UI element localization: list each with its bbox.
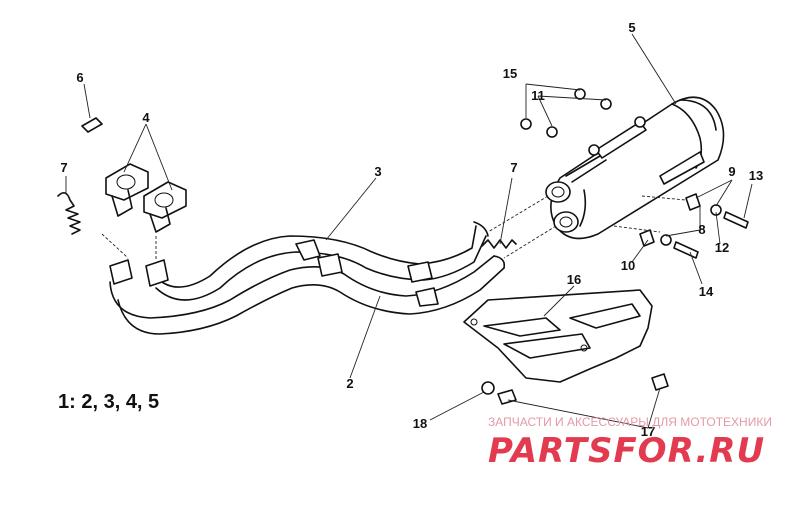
fasteners <box>81 88 749 405</box>
callout-labels: 2 3 4 5 6 7 7 8 9 10 11 12 13 14 15 16 1… <box>60 20 763 439</box>
kit-formula: 1: 2, 3, 4, 5 <box>58 391 159 413</box>
pipe-inlets <box>109 259 169 287</box>
callout-4: 4 <box>142 110 150 125</box>
callout-10: 10 <box>621 258 635 273</box>
callout-6: 6 <box>76 70 83 85</box>
callout-7-left: 7 <box>60 160 67 175</box>
callout-14: 14 <box>699 284 714 299</box>
leader-lines <box>65 33 753 429</box>
callout-17: 17 <box>641 424 655 439</box>
watermark-tagline: ЗАПЧАСТИ И АКСЕССУАРЫ ДЛЯ МОТОТЕХНИКИ <box>488 415 772 429</box>
header-pipe-lower <box>109 253 506 335</box>
callout-15: 15 <box>503 66 517 81</box>
callout-16: 16 <box>567 272 581 287</box>
callout-11: 11 <box>531 88 545 103</box>
callout-9: 9 <box>728 164 735 179</box>
callout-18: 18 <box>413 416 427 431</box>
callout-7-right: 7 <box>510 160 517 175</box>
watermark: ЗАПЧАСТИ И АКСЕССУАРЫ ДЛЯ МОТОТЕХНИКИ PA… <box>488 415 772 471</box>
callout-2: 2 <box>346 376 353 391</box>
exhaust-flanges <box>105 163 187 233</box>
callout-8: 8 <box>698 222 705 237</box>
springs <box>57 192 517 249</box>
muffler <box>545 96 725 240</box>
callout-5: 5 <box>628 20 635 35</box>
watermark-brand: PARTSFOR.RU <box>488 431 765 471</box>
callout-12: 12 <box>715 240 729 255</box>
heat-shield <box>463 289 653 383</box>
callout-13: 13 <box>749 168 763 183</box>
callout-3: 3 <box>374 164 381 179</box>
